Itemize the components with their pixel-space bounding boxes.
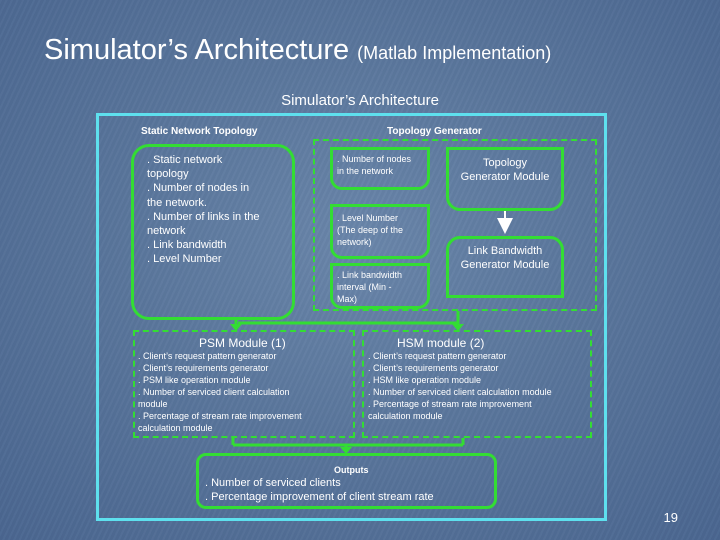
static-topology-item: . Link bandwidth [147, 239, 227, 252]
static-topology-item: . Level Number [147, 253, 222, 266]
static-topology-list: . Static network topology . Number of no… [147, 153, 260, 267]
static-topology-item: . Number of links in the [147, 210, 260, 223]
topology-generator-module-box [446, 147, 564, 211]
slide-title-main: Simulator’s Architecture [44, 34, 350, 66]
bandwidth-input-line: interval (Min - [337, 282, 392, 292]
level-input-line: network) [337, 237, 372, 247]
outputs-box [196, 453, 497, 509]
topology-generator-frame [313, 139, 597, 311]
static-topology-header: Static Network Topology [141, 126, 258, 137]
diagram-frame [96, 113, 607, 521]
hsm-module-item: . Number of serviced client calculation … [368, 387, 552, 397]
psm-module-list: . Client’s request pattern generator . C… [138, 350, 302, 434]
psm-module-item: module [138, 399, 168, 409]
nodes-input-text: . Number of nodes in the network [337, 153, 411, 177]
psm-module-box [133, 330, 355, 438]
hsm-module-item: . Percentage of stream rate improvement [368, 399, 532, 409]
level-input-box [330, 204, 430, 259]
nodes-input-box [330, 147, 430, 190]
static-topology-item: network [147, 225, 186, 238]
diagram-title: Simulator’s Architecture [281, 92, 439, 109]
hsm-module-item: . HSM like operation module [368, 375, 482, 385]
bandwidth-input-line: Max) [337, 294, 357, 304]
topology-generator-module-label: Topology Generator Module [446, 156, 564, 184]
hsm-module-item: calculation module [368, 411, 443, 421]
bandwidth-input-text: . Link bandwidth interval (Min - Max) [337, 269, 402, 305]
psm-module-item: . Percentage of stream rate improvement [138, 411, 302, 421]
generator-to-hsm-arrowhead [452, 324, 464, 331]
outputs-list: . Number of serviced clients . Percentag… [205, 476, 434, 504]
slide-title: Simulator’s Architecture (Matlab Implemen… [44, 34, 551, 67]
psm-module-item: . PSM like operation module [138, 375, 251, 385]
static-topology-item: . Static network [147, 154, 223, 166]
bandwidth-module-line: Generator Module [460, 259, 550, 272]
hsm-module-list: . Client’s request pattern generator . C… [368, 350, 552, 422]
level-input-line: . Level Number [337, 213, 399, 223]
static-to-psm-arrowhead [230, 324, 242, 331]
level-input-line: (The deep of the [337, 225, 404, 235]
outputs-header: Outputs [334, 465, 369, 475]
psm-module-item: . Number of serviced client calculation [138, 387, 290, 397]
topology-module-line: Topology [482, 157, 528, 169]
nodes-input-line: . Number of nodes [337, 154, 412, 164]
topology-generator-header: Topology Generator [387, 126, 482, 137]
hsm-module-box [362, 330, 592, 438]
bandwidth-input-box [330, 263, 430, 309]
outputs-arrowhead [340, 447, 352, 454]
outputs-item: . Number of serviced clients [205, 477, 341, 489]
nodes-input-line: in the network [337, 166, 394, 176]
static-topology-item: topology [147, 168, 189, 181]
bandwidth-generator-module-label: Link Bandwidth Generator Module [446, 244, 564, 272]
level-input-text: . Level Number (The deep of the network) [337, 212, 403, 248]
psm-module-item: . Client’s requirements generator [138, 363, 269, 373]
static-topology-item: . Number of nodes in [147, 182, 250, 195]
hsm-module-title: HSM module (2) [397, 336, 485, 350]
bandwidth-generator-module-box [446, 236, 564, 298]
outputs-item: . Percentage improvement of client strea… [205, 491, 434, 503]
psm-module-item: . Client’s request pattern generator [138, 351, 277, 361]
bandwidth-input-line: . Link bandwidth [337, 270, 403, 280]
hsm-module-item: . Client’s request pattern generator [368, 351, 507, 361]
psm-module-title: PSM Module (1) [199, 336, 286, 350]
bandwidth-module-line: Link Bandwidth [467, 245, 543, 257]
topology-module-line: Generator Module [460, 171, 550, 184]
page-number: 19 [663, 510, 678, 525]
slide-title-subtitle: (Matlab Implementation) [357, 43, 552, 63]
static-topology-item: the network. [147, 196, 207, 209]
psm-module-item: calculation module [138, 423, 213, 433]
hsm-module-item: . Client’s requirements generator [368, 363, 499, 373]
static-topology-box [131, 144, 295, 320]
